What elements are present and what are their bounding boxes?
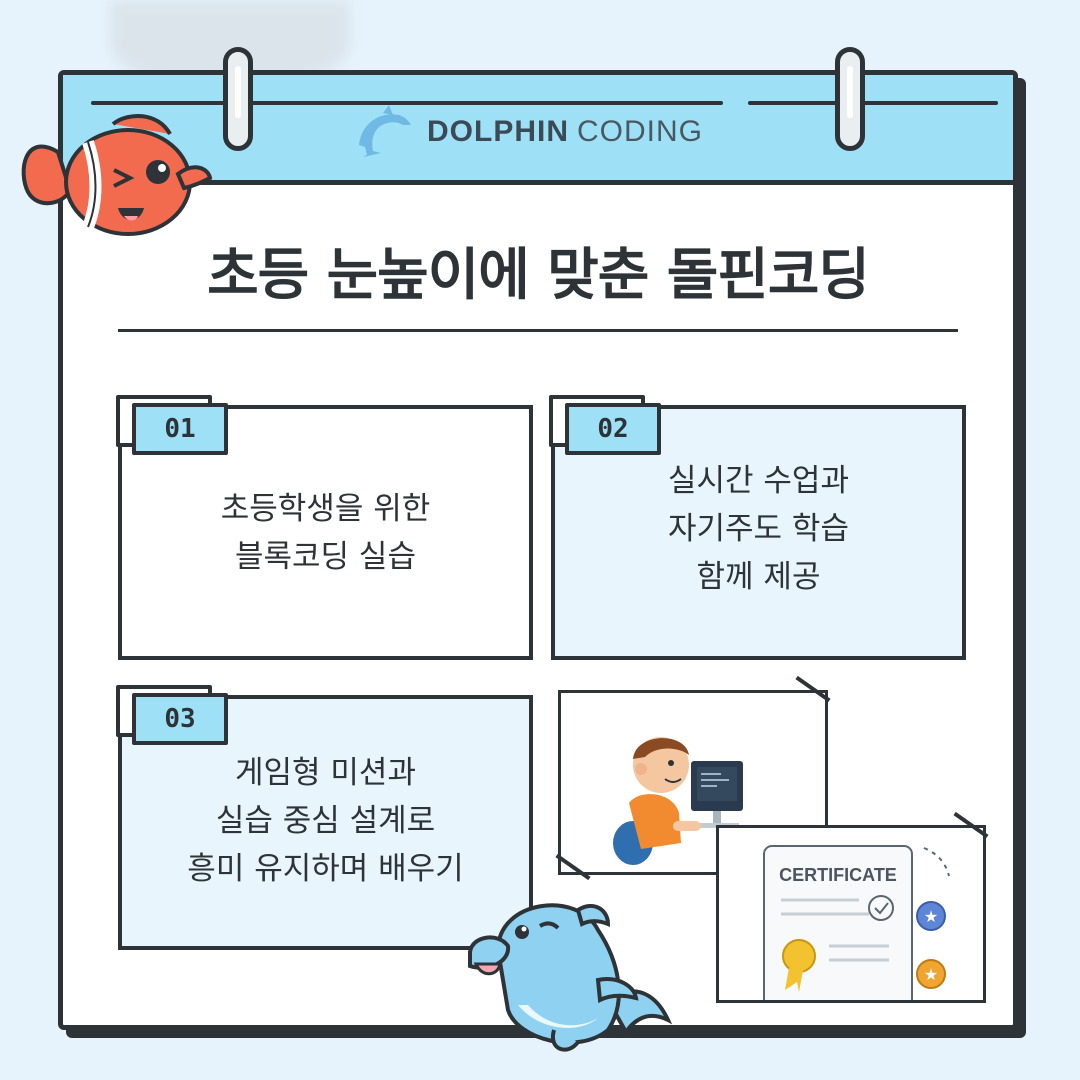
card-number-badge: 01 — [132, 403, 228, 455]
binder-ring-left — [223, 47, 253, 151]
feature-card-01: 01 초등학생을 위한 블록코딩 실습 — [116, 395, 533, 660]
card-number-badge: 03 — [132, 693, 228, 745]
card-text-line: 게임형 미션과 — [235, 755, 416, 791]
dolphin-logo-icon — [359, 105, 411, 157]
card-text-line: 실시간 수업과 — [668, 463, 849, 499]
clownfish-mascot — [21, 113, 213, 236]
card-text-line: 실습 중심 설계로 — [215, 803, 436, 839]
card-text-line: 초등학생을 위한 — [220, 491, 431, 527]
page-title: 초등 눈높이에 맞춘 돌핀코딩 — [207, 243, 870, 308]
card-text-line: 블록코딩 실습 — [235, 539, 416, 575]
certificate-illustration-svg: CERTIFICATE ★ ★ — [763, 845, 950, 1000]
feature-card-02: 02 실시간 수업과 자기주도 학습 함께 제공 — [549, 395, 966, 660]
dolphin-mascot — [468, 903, 673, 1052]
svg-text:★: ★ — [924, 965, 938, 984]
svg-text:★: ★ — [924, 907, 938, 926]
binder-ring-right — [835, 47, 865, 151]
card-text: 게임형 미션과 실습 중심 설계로 흥미 유지하며 배우기 — [122, 749, 529, 893]
brand-name-light: CODING — [577, 114, 703, 148]
card-text: 실시간 수업과 자기주도 학습 함께 제공 — [555, 457, 962, 601]
certificate-illustration: CERTIFICATE ★ ★ — [716, 825, 986, 1003]
certificate-label: CERTIFICATE — [779, 865, 897, 885]
header-line-right — [748, 101, 998, 105]
card-text: 초등학생을 위한 블록코딩 실습 — [122, 485, 529, 581]
card-text-line: 함께 제공 — [696, 559, 821, 595]
card-text-line: 흥미 유지하며 배우기 — [187, 851, 464, 887]
feature-card-03: 03 게임형 미션과 실습 중심 설계로 흥미 유지하며 배우기 — [116, 685, 533, 950]
header-line-left — [91, 101, 723, 105]
title-divider — [118, 329, 958, 332]
card-text-line: 자기주도 학습 — [668, 511, 849, 547]
card-number-badge: 02 — [565, 403, 661, 455]
brand-name-bold: DOLPHIN — [427, 114, 569, 148]
student-illustration-svg — [613, 737, 743, 865]
